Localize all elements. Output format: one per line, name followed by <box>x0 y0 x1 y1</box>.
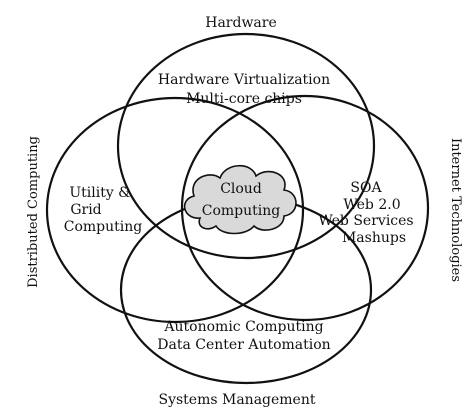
systems-line-1: Autonomic Computing <box>163 319 323 335</box>
cloud-line-2: Computing <box>202 203 281 219</box>
label-hardware: Hardware <box>205 15 277 31</box>
label-systems-management: Systems Management <box>158 392 315 408</box>
circle-internet <box>180 94 430 322</box>
distributed-line-3: Computing <box>64 219 143 235</box>
circle-distributed <box>45 96 305 324</box>
systems-line-2: Data Center Automation <box>157 337 330 353</box>
internet-line-2: Web 2.0 <box>343 197 400 213</box>
circle-hardware <box>116 32 376 260</box>
label-internet-technologies: Internet Technologies <box>448 138 463 282</box>
hardware-line-1: Hardware Virtualization <box>158 72 330 88</box>
internet-line-1: SOA <box>350 180 382 196</box>
hardware-line-2: Multi-core chips <box>186 91 302 107</box>
label-distributed-computing: Distributed Computing <box>26 136 41 288</box>
cloud-line-1: Cloud <box>220 181 262 197</box>
distributed-line-2: Grid <box>70 202 101 218</box>
internet-line-3: Web Services <box>318 213 413 229</box>
internet-line-4: Mashups <box>342 230 406 246</box>
distributed-line-1: Utility & <box>69 185 130 201</box>
cloud-shape <box>183 164 297 235</box>
